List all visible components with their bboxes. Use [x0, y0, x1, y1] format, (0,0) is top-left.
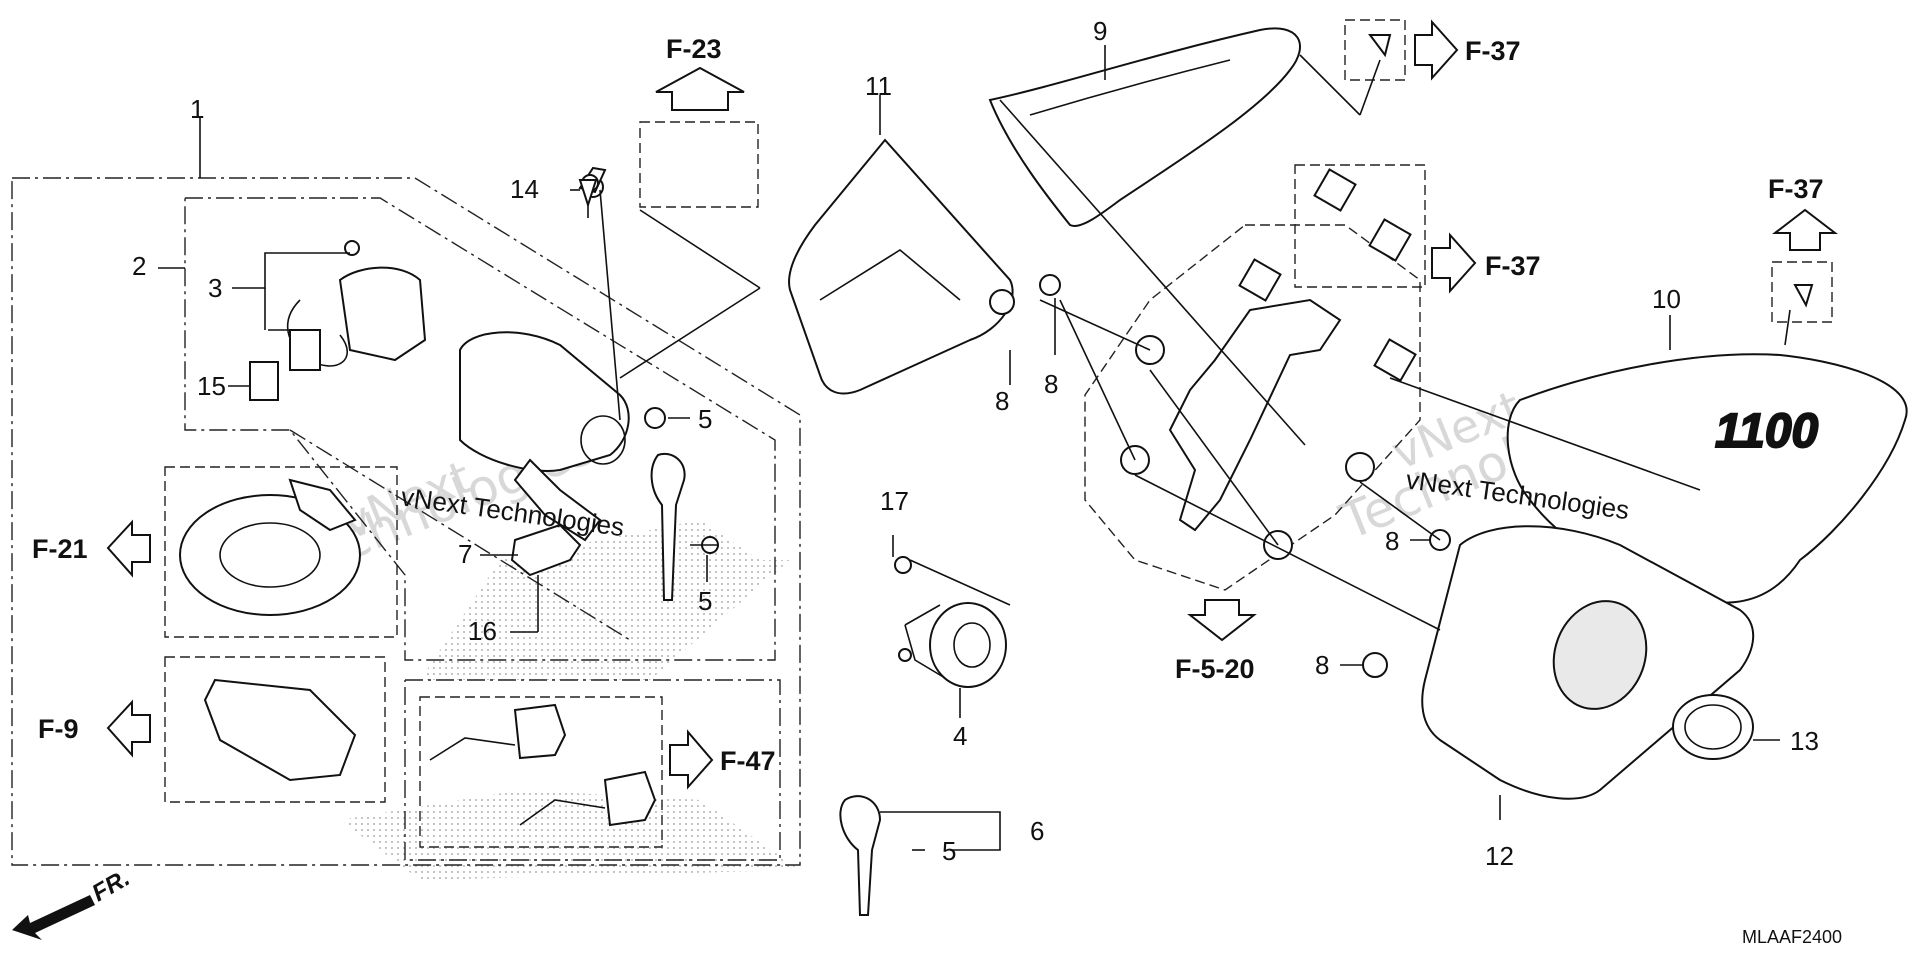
- ref-f9: F-9: [38, 714, 79, 744]
- front-label: FR.: [88, 864, 135, 907]
- part-cylinder-lower: [603, 770, 657, 827]
- shading: [340, 520, 800, 880]
- callout-14: 14: [510, 174, 539, 204]
- part-stay-7: [510, 523, 582, 577]
- callout-7: 7: [458, 539, 472, 569]
- callout-4: 4: [953, 721, 967, 751]
- arrow-down-f520: [1187, 599, 1257, 642]
- reference-boxes: [164, 19, 1833, 848]
- leader-lines: [158, 45, 1791, 851]
- ref-f37-mid: F-37: [1485, 251, 1541, 281]
- ref-f23: F-23: [666, 34, 722, 64]
- callout-16: 16: [468, 616, 497, 646]
- callout-13: 13: [1790, 726, 1819, 756]
- callout-5c: 5: [942, 836, 956, 866]
- part-lock-f9: [203, 678, 357, 782]
- callout-6: 6: [1030, 816, 1044, 846]
- part-side-cover-left: [788, 138, 1014, 395]
- part-connector-15: [249, 361, 279, 401]
- parts: 1100: [179, 27, 1908, 916]
- reference-labels: F-23 F-37 F-37 F-37 F-21 F-9 F-47 F-5-20: [32, 34, 1824, 776]
- ref-f47: F-47: [720, 746, 776, 776]
- callout-12: 12: [1485, 841, 1514, 871]
- callout-10: 10: [1652, 284, 1681, 314]
- part-key-6: [839, 795, 882, 916]
- part-seat-lock: [338, 266, 427, 362]
- ref-f37-right: F-37: [1768, 174, 1824, 204]
- arrow-right-f37-mid: [1431, 232, 1477, 294]
- ref-f37-top: F-37: [1465, 36, 1521, 66]
- part-ignition-switch: [459, 331, 630, 472]
- arrow-up-f23: [655, 66, 745, 111]
- arrow-right-f37-top: [1414, 19, 1459, 81]
- callout-17: 17: [880, 486, 909, 516]
- diagram-code: MLAAF2400: [1742, 927, 1842, 947]
- part-fuel-cap: [179, 494, 361, 616]
- part-grab-handle: [988, 27, 1301, 227]
- callout-15: 15: [197, 371, 226, 401]
- part-cylinder-upper: [513, 703, 567, 760]
- ref-f520: F-5-20: [1175, 654, 1255, 684]
- callout-5a: 5: [698, 404, 712, 434]
- part-bracket: [1168, 298, 1342, 532]
- reference-arrows: [12, 19, 1838, 940]
- callout-8c: 8: [1385, 526, 1399, 556]
- ref-f21: F-21: [32, 534, 88, 564]
- callout-5b: 5: [698, 586, 712, 616]
- callout-1: 1: [190, 94, 204, 124]
- arrow-up-f37-right: [1772, 208, 1838, 251]
- callout-8b: 8: [1044, 369, 1058, 399]
- front-arrow: [12, 895, 95, 940]
- callouts: 1 2 3 4 5 5 5 6 7 8 8 8 8 9 10 11 12 13 …: [132, 16, 1819, 871]
- arrow-right-f47: [669, 729, 714, 790]
- callout-8d: 8: [1315, 650, 1329, 680]
- callout-3: 3: [208, 273, 222, 303]
- part-key-main: [650, 452, 686, 601]
- assembly-boundary: [11, 177, 801, 866]
- arrow-left-f9: [106, 699, 151, 758]
- callout-11: 11: [865, 71, 892, 101]
- callout-2: 2: [132, 251, 146, 281]
- callout-8a: 8: [995, 386, 1009, 416]
- arrow-left-f21: [106, 519, 151, 578]
- callout-9: 9: [1093, 16, 1107, 46]
- part-1100-emblem: 1100: [1715, 405, 1819, 458]
- part-bushing-4: [929, 602, 1007, 688]
